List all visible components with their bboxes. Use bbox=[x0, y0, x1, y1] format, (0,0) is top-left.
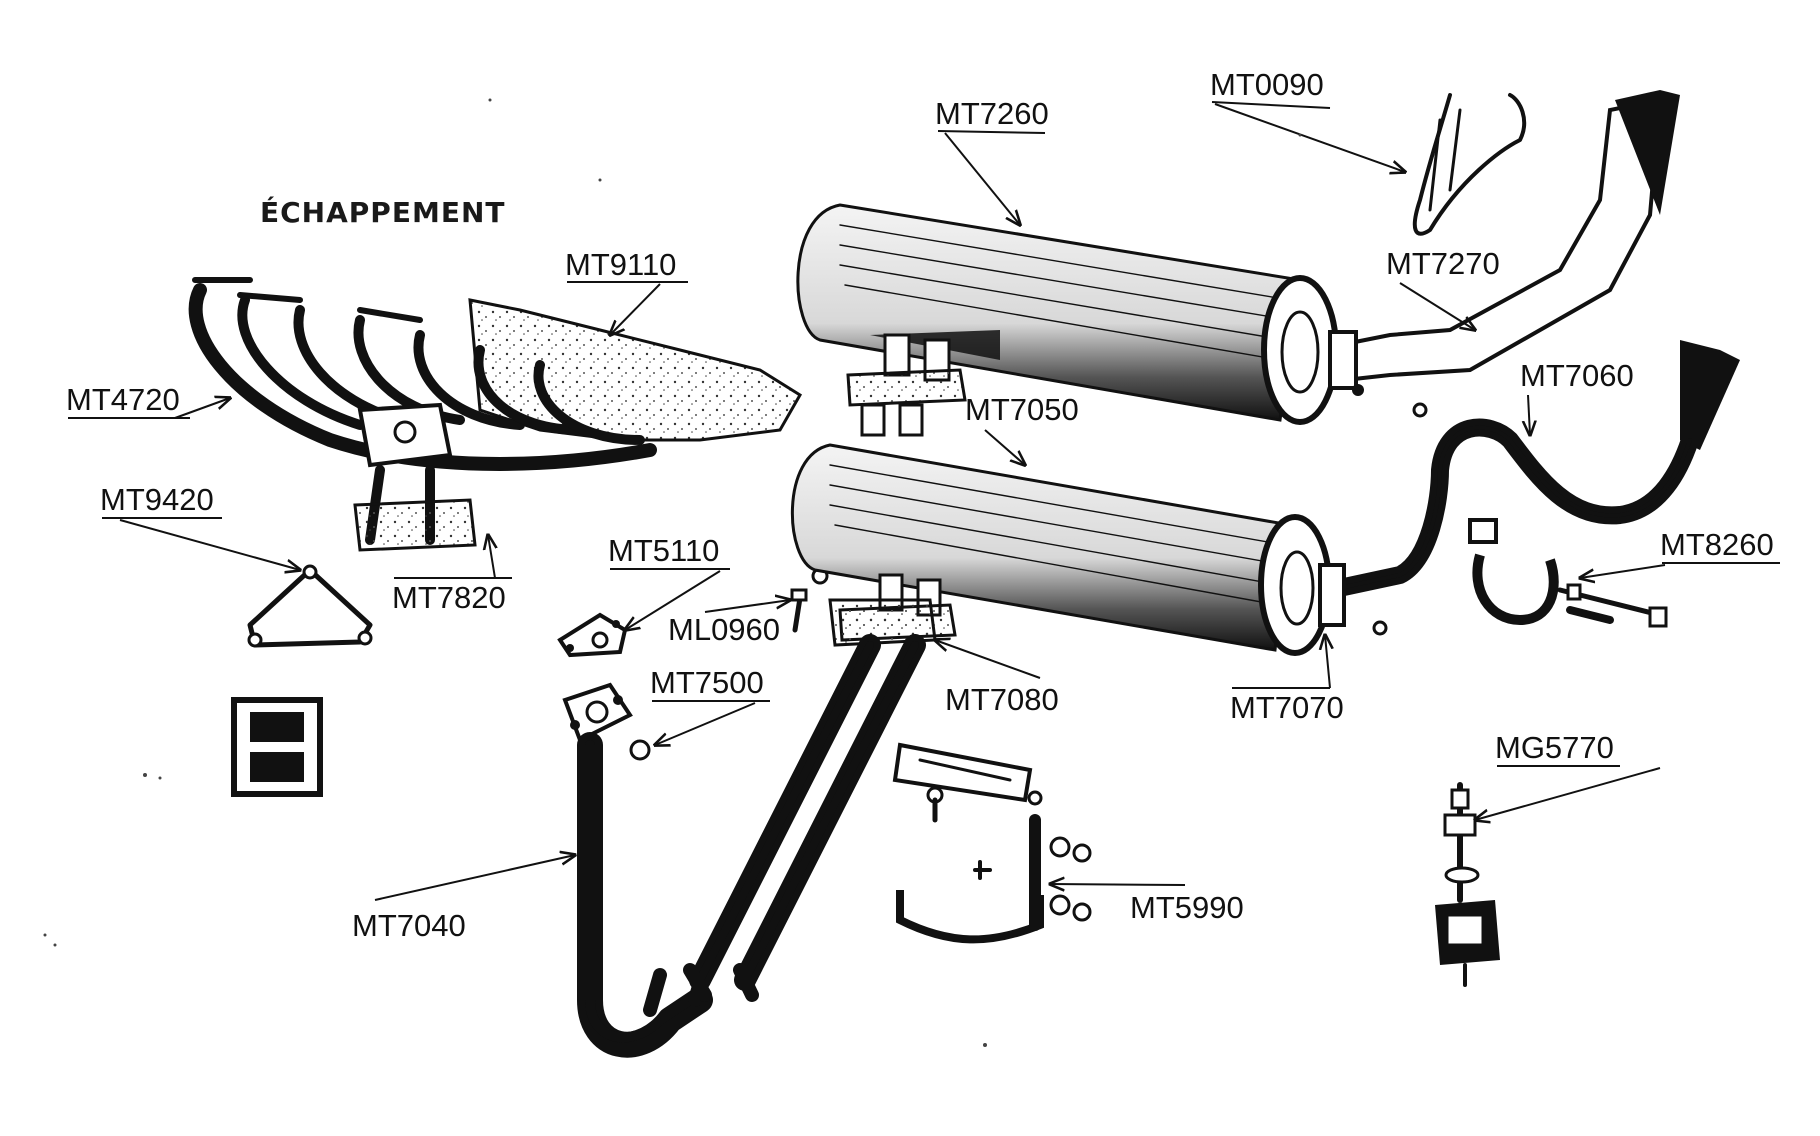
svg-text:MT5990: MT5990 bbox=[1130, 890, 1244, 925]
upper-tailpipe-drawing bbox=[1328, 90, 1680, 418]
clamp-drawing bbox=[1468, 518, 1668, 628]
diagram-title: ÉCHAPPEMENT bbox=[260, 195, 505, 229]
label-MT7260: MT7260 bbox=[935, 96, 1049, 225]
label-MT8260: MT8260 bbox=[1580, 527, 1780, 578]
svg-text:MT8260: MT8260 bbox=[1660, 527, 1774, 562]
svg-text:ML0960: ML0960 bbox=[668, 612, 780, 647]
hanger-bracket-drawing bbox=[892, 742, 1092, 944]
square-gasket-drawing bbox=[231, 697, 323, 797]
rear-pipe-drawing bbox=[683, 598, 937, 1002]
svg-text:MT7270: MT7270 bbox=[1386, 246, 1500, 281]
label-MT7080: MT7080 bbox=[935, 640, 1059, 717]
lower-tailpipe-drawing bbox=[1318, 340, 1740, 636]
label-ML0960: ML0960 bbox=[668, 600, 790, 647]
svg-text:MT7050: MT7050 bbox=[965, 392, 1079, 427]
svg-text:MT9420: MT9420 bbox=[100, 482, 214, 517]
label-MT7270: MT7270 bbox=[1386, 246, 1500, 330]
svg-text:MG5770: MG5770 bbox=[1495, 730, 1614, 765]
svg-text:MT7260: MT7260 bbox=[935, 96, 1049, 131]
label-MT9420: MT9420 bbox=[100, 482, 300, 570]
exhaust-manifold-drawing bbox=[188, 277, 803, 552]
svg-text:MT0090: MT0090 bbox=[1210, 67, 1324, 102]
upper-muffler-drawing bbox=[796, 203, 1339, 437]
bolt-drawing bbox=[629, 567, 829, 761]
svg-text:MT7500: MT7500 bbox=[650, 665, 764, 700]
triangle-gasket-drawing bbox=[247, 564, 373, 648]
small-flange-drawing bbox=[557, 612, 628, 658]
paper-specks bbox=[43, 98, 1302, 1047]
label-MT9110: MT9110 bbox=[565, 247, 688, 335]
label-MT7060: MT7060 bbox=[1520, 358, 1634, 435]
svg-text:MT7080: MT7080 bbox=[945, 682, 1059, 717]
label-MT4720: MT4720 bbox=[66, 382, 230, 419]
svg-text:MT7040: MT7040 bbox=[352, 908, 466, 943]
rubber-mount-drawing bbox=[1435, 782, 1500, 987]
svg-text:MT5110: MT5110 bbox=[608, 533, 719, 568]
label-MG5770: MG5770 bbox=[1475, 730, 1661, 820]
front-downpipe-drawing bbox=[562, 682, 713, 1058]
svg-text:MT7070: MT7070 bbox=[1230, 690, 1344, 725]
label-MT7040: MT7040 bbox=[352, 855, 575, 943]
label-MT5110: MT5110 bbox=[608, 533, 730, 630]
svg-text:MT9110: MT9110 bbox=[565, 247, 676, 282]
label-MT7050: MT7050 bbox=[965, 392, 1079, 465]
label-MT7820: MT7820 bbox=[392, 535, 512, 615]
svg-text:MT4720: MT4720 bbox=[66, 382, 180, 417]
body-bracket-drawing bbox=[1412, 93, 1527, 236]
label-MT7070: MT7070 bbox=[1230, 635, 1344, 725]
svg-text:MT7060: MT7060 bbox=[1520, 358, 1634, 393]
label-MT5990: MT5990 bbox=[1050, 884, 1244, 925]
label-MT7500: MT7500 bbox=[650, 665, 770, 745]
svg-text:MT7820: MT7820 bbox=[392, 580, 506, 615]
label-MT0090: MT0090 bbox=[1210, 67, 1405, 172]
